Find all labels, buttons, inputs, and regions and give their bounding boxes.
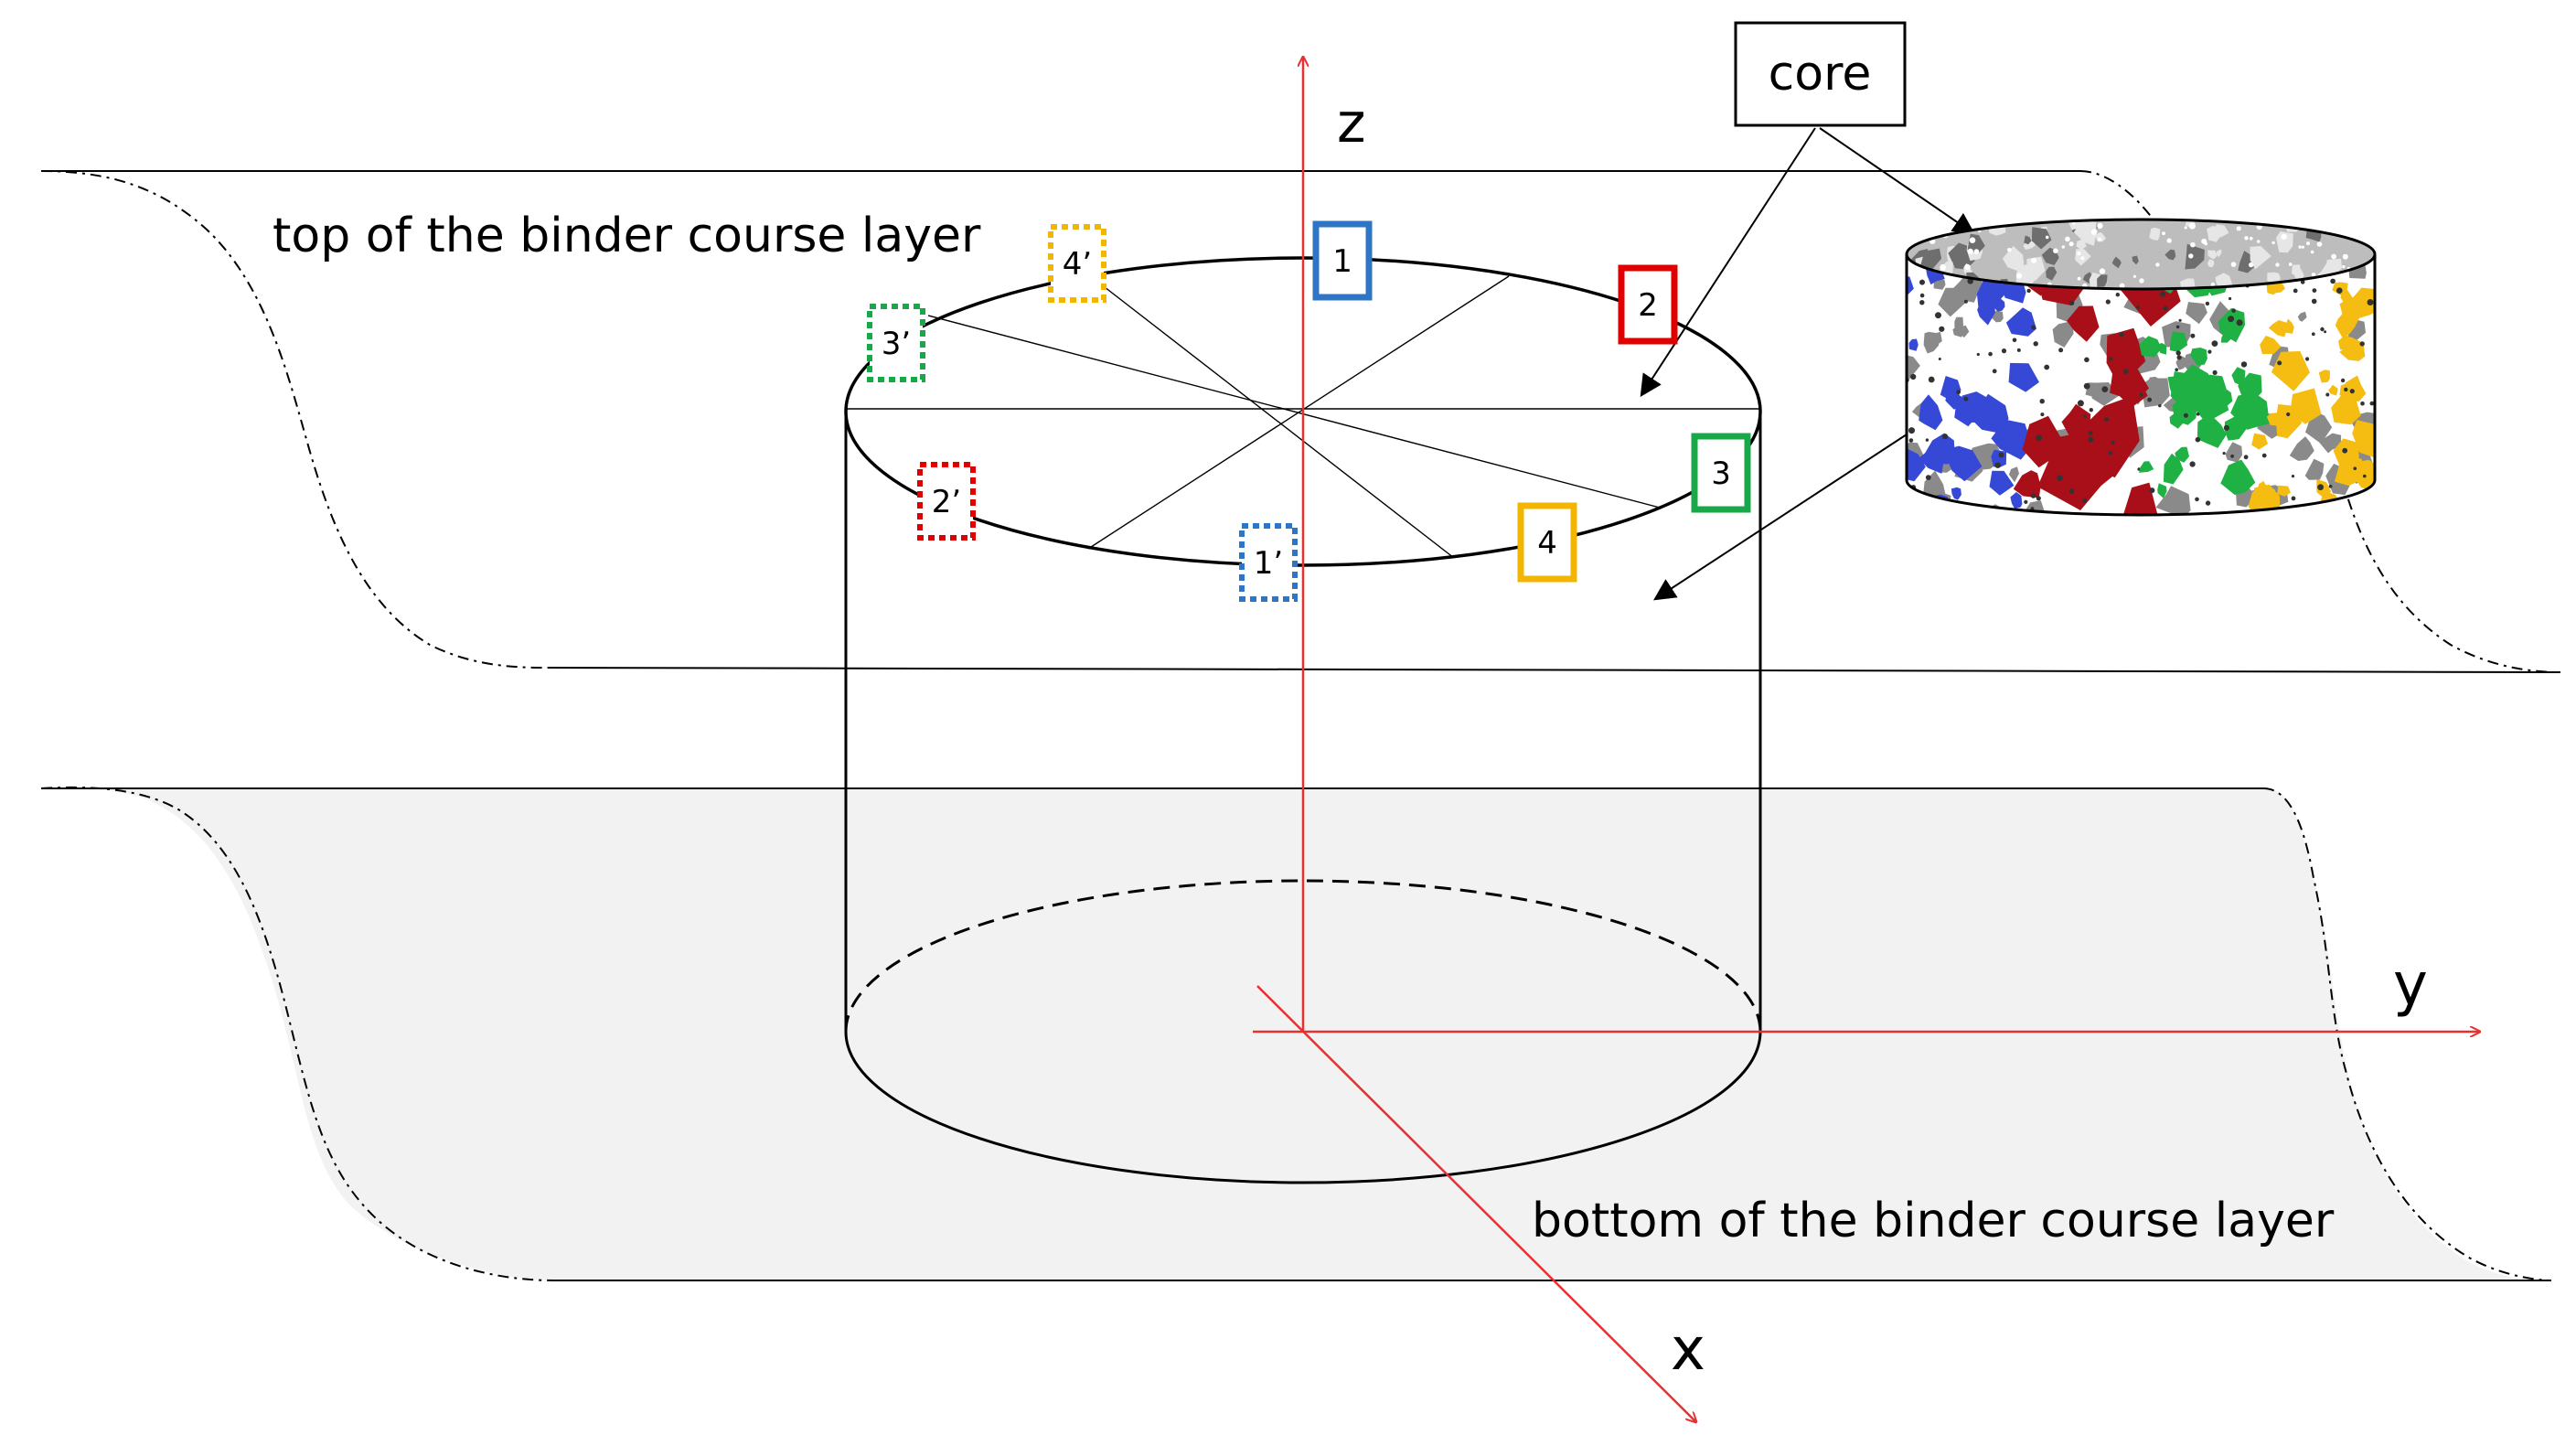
core-label-box: core <box>1734 21 1907 127</box>
x-axis <box>1256 985 1696 1422</box>
top-layer-label: top of the binder course layer <box>273 209 981 263</box>
svg-text:1: 1 <box>1332 243 1352 280</box>
svg-text:4: 4 <box>1537 525 1557 562</box>
marker-3-prime: 3’ <box>867 304 925 382</box>
svg-text:1’: 1’ <box>1254 545 1283 582</box>
svg-text:2: 2 <box>1638 287 1658 324</box>
measurement-markers: 1 2 3 4 1’ 2’ 3’ 4’ <box>867 220 1751 602</box>
marker-3: 3 <box>1691 433 1751 513</box>
marker-2-prime: 2’ <box>917 462 976 541</box>
y-axis-label: y <box>2393 951 2428 1019</box>
marker-4: 4 <box>1517 502 1577 583</box>
svg-text:2’: 2’ <box>932 484 961 520</box>
marker-1-prime: 1’ <box>1239 523 1298 602</box>
bottom-layer-label: bottom of the binder course layer <box>1532 1194 2335 1248</box>
svg-text:4’: 4’ <box>1063 246 1092 283</box>
core-pointer-arrows <box>1640 127 1975 601</box>
svg-text:3’: 3’ <box>882 326 911 362</box>
top-layer-sheet <box>40 170 2561 673</box>
axes: z y x <box>1253 57 2480 1422</box>
marker-1: 1 <box>1312 220 1373 301</box>
core-sample-image <box>1905 218 2377 517</box>
z-axis-label: z <box>1337 91 1366 155</box>
svg-text:3: 3 <box>1711 455 1731 492</box>
marker-2: 2 <box>1618 264 1678 345</box>
x-axis-label: x <box>1671 1316 1705 1384</box>
core-label: core <box>1769 47 1872 102</box>
marker-4-prime: 4’ <box>1048 224 1106 303</box>
